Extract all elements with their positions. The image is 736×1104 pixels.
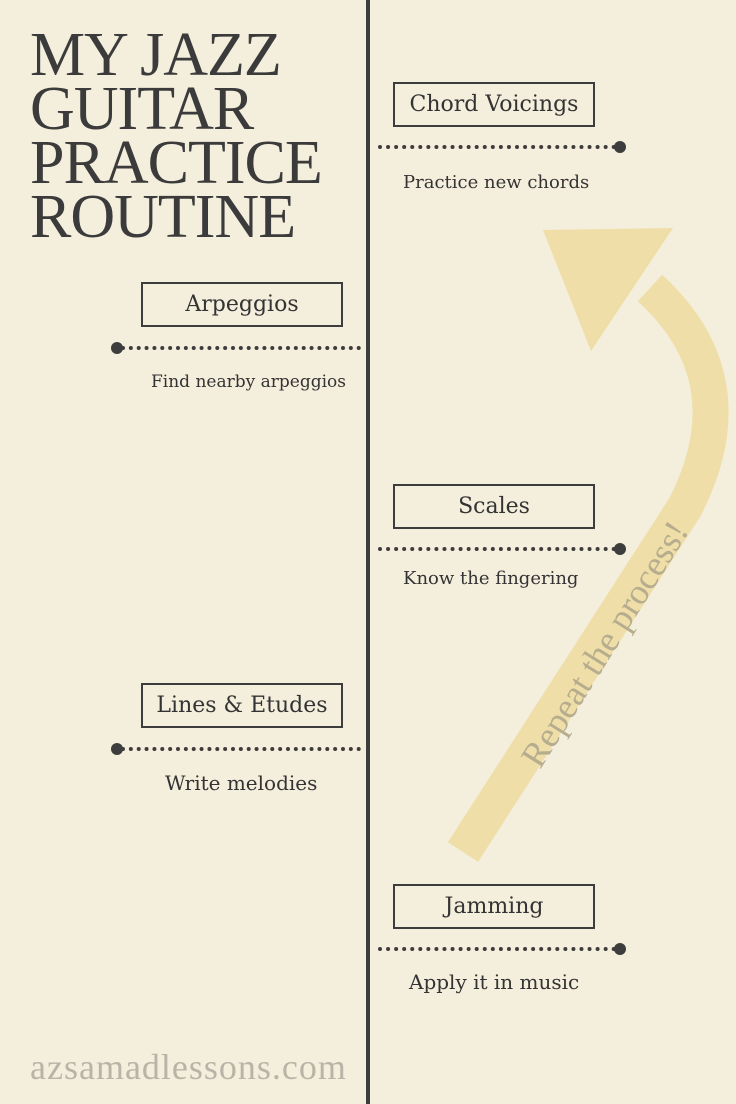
- step-arpeggios: Arpeggios: [141, 282, 343, 327]
- connector-dot-chord-voicings: [614, 141, 626, 153]
- repeat-arrow-head: [543, 228, 673, 351]
- title-line-1: MY JAZZ: [30, 21, 282, 89]
- step-lines-etudes-label: Lines & Etudes: [156, 693, 328, 718]
- title-line-3: PRACTICE: [30, 129, 323, 197]
- step-arpeggios-desc: Find nearby arpeggios: [151, 372, 346, 392]
- title-line-4: ROUTINE: [30, 183, 296, 251]
- step-chord-voicings-desc: Practice new chords: [403, 172, 590, 193]
- connector-arpeggios: [121, 346, 361, 350]
- step-jamming-label: Jamming: [444, 894, 544, 919]
- step-arpeggios-label: Arpeggios: [185, 292, 299, 317]
- repeat-process-text: Repeat the process!: [513, 514, 696, 774]
- step-scales: Scales: [393, 484, 595, 529]
- step-jamming: Jamming: [393, 884, 595, 929]
- connector-dot-scales: [614, 543, 626, 555]
- connector-dot-arpeggios: [111, 342, 123, 354]
- step-chord-voicings-label: Chord Voicings: [409, 92, 579, 117]
- connector-lines-etudes: [121, 747, 361, 751]
- connector-dot-jamming: [614, 943, 626, 955]
- step-chord-voicings: Chord Voicings: [393, 82, 595, 127]
- step-scales-desc: Know the fingering: [403, 568, 579, 589]
- step-jamming-desc: Apply it in music: [409, 970, 580, 994]
- connector-scales: [378, 547, 616, 551]
- step-lines-etudes-desc: Write melodies: [165, 771, 318, 795]
- connector-jamming: [378, 947, 616, 951]
- repeat-arrow-shaft: [447, 274, 729, 862]
- step-scales-label: Scales: [458, 494, 530, 519]
- step-lines-etudes: Lines & Etudes: [141, 683, 343, 728]
- page-title: MY JAZZ GUITAR PRACTICE ROUTINE: [30, 21, 323, 251]
- timeline-vertical-line: [366, 0, 370, 1104]
- connector-chord-voicings: [378, 145, 616, 149]
- footer-website: azsamadlessons.com: [30, 1047, 347, 1087]
- connector-dot-lines-etudes: [111, 743, 123, 755]
- title-line-2: GUITAR: [30, 75, 254, 143]
